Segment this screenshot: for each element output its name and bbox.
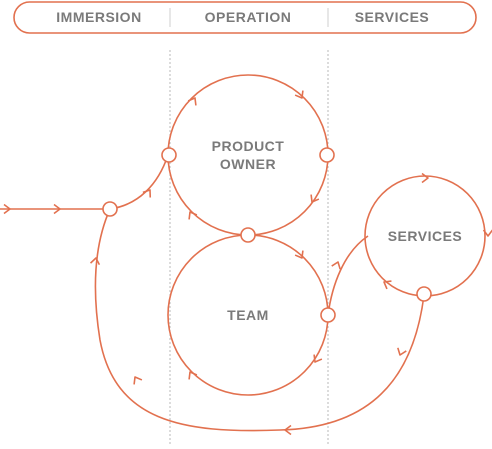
junction-node-team-right xyxy=(321,308,335,322)
flow-arrow-icon xyxy=(396,348,407,357)
flow-arrow-icon xyxy=(131,375,142,385)
services-label: SERVICES xyxy=(388,228,463,244)
tab-operation[interactable]: OPERATION xyxy=(205,9,292,25)
junction-node-input xyxy=(103,202,117,216)
phase-tab-bar: IMMERSION OPERATION SERVICES xyxy=(14,2,476,33)
flow-arrow-icon xyxy=(332,260,343,269)
product-owner-label-line2: OWNER xyxy=(220,156,276,172)
junction-nodes xyxy=(103,148,431,322)
flow-arrow-icon xyxy=(91,257,101,264)
product-owner-label-line1: PRODUCT xyxy=(212,138,285,154)
junction-node-product-owner-left xyxy=(162,148,176,162)
junction-node-product-owner-right xyxy=(320,148,334,162)
junction-node-services-bottom xyxy=(417,287,431,301)
tab-immersion[interactable]: IMMERSION xyxy=(56,9,141,25)
tab-services[interactable]: SERVICES xyxy=(355,9,430,25)
flow-arrow-icon xyxy=(422,174,428,183)
team-to-services-flow xyxy=(328,236,368,315)
input-to-product-owner-flow xyxy=(110,155,168,209)
junction-node-middle xyxy=(241,228,255,242)
team-label: TEAM xyxy=(227,307,269,323)
